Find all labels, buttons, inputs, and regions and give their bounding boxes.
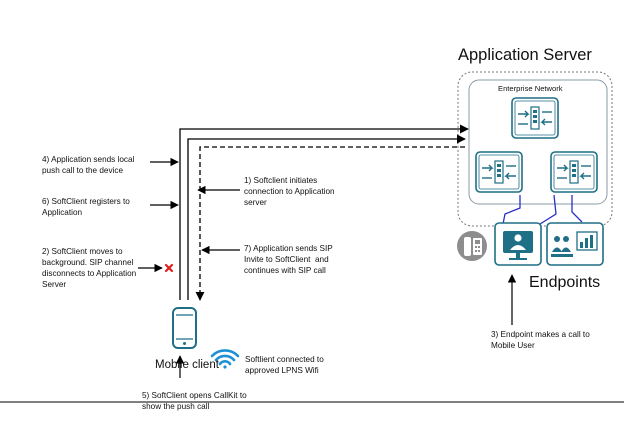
sip-invite-arrow (195, 146, 465, 301)
app-server-title: Application Server (458, 46, 592, 64)
push-call-arrow (179, 124, 469, 300)
step6-label: 6) SoftClient registers to Application (42, 197, 130, 217)
step1-label: 1) Softclient initiates connection to Ap… (244, 176, 335, 207)
step4-label: 4) Application sends local push call to … (42, 155, 135, 175)
smartphone-icon (172, 307, 197, 349)
wifi-icon (210, 349, 240, 369)
desk-phone-icon (457, 231, 487, 261)
server-to-endpoint-link-2 (539, 194, 557, 225)
enterprise-network-label: Enterprise Network (498, 84, 563, 93)
wifi-label: Softlient connected to approved LPNS Wif… (245, 355, 324, 375)
server-left-icon (475, 151, 523, 193)
server-top-icon (511, 97, 559, 139)
server-right-icon (550, 151, 598, 193)
server-to-endpoint-link-3 (571, 195, 583, 223)
server-to-endpoint-link-1 (502, 195, 521, 225)
mobile-client-label: Mobile client (155, 359, 219, 371)
presentation-group-icon (546, 222, 604, 266)
step2-label: 2) SoftClient moves to background. SIP c… (42, 247, 137, 289)
endpoints-title: Endpoints (529, 274, 601, 291)
step7-label: 7) Application sends SIP Invite to SoftC… (244, 244, 333, 275)
step3-label: 3) Endpoint makes a call to Mobile User (491, 330, 590, 350)
disconnect-x-icon (164, 263, 174, 273)
step5-label: 5) SoftClient opens CallKit to show the … (142, 391, 247, 411)
connect-arrow (187, 134, 466, 300)
desktop-user-icon (494, 222, 542, 266)
